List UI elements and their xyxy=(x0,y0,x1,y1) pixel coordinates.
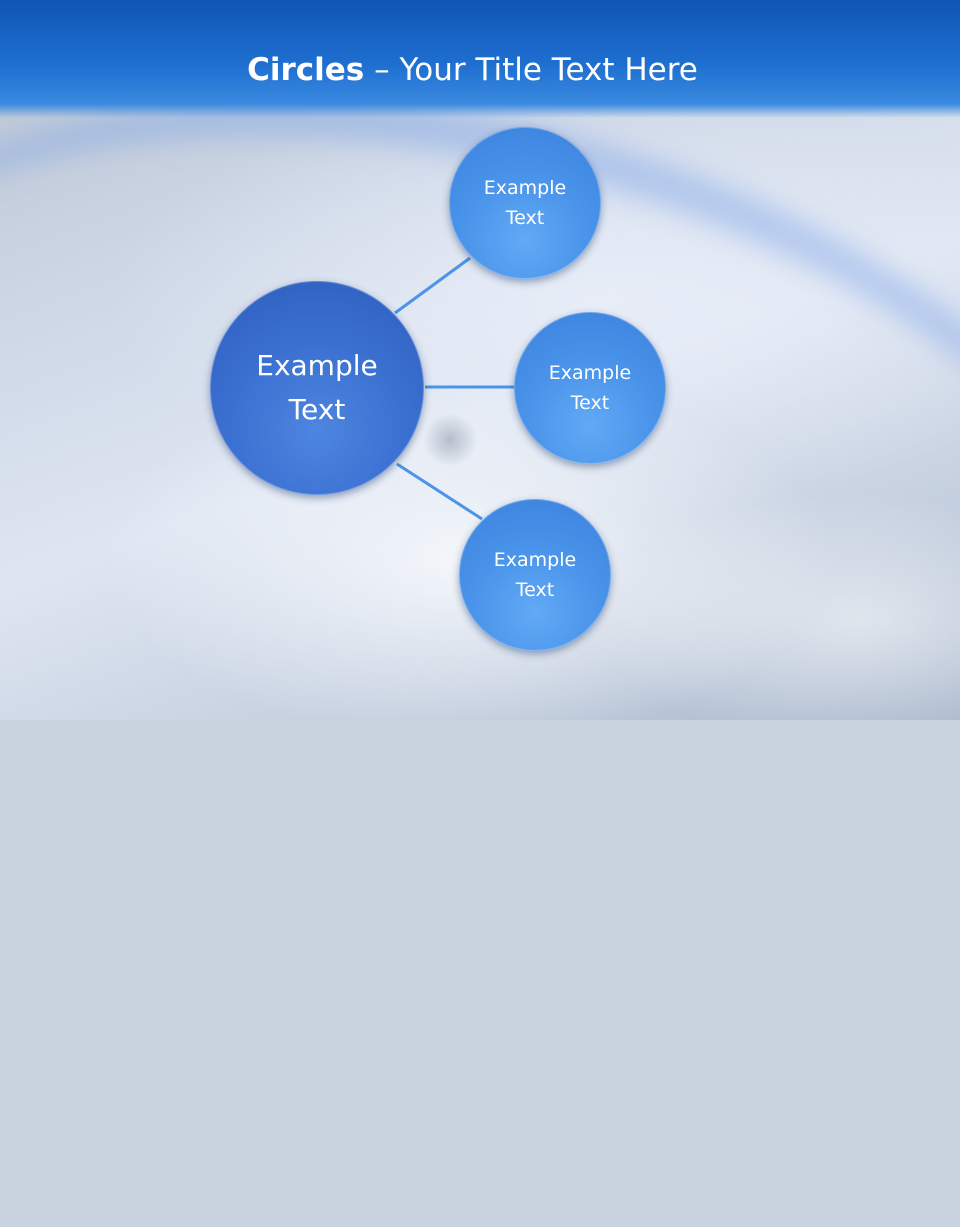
title-rest: – Your Title Text Here xyxy=(364,52,698,88)
node-circle-bottom[interactable]: Example Text xyxy=(459,499,611,651)
center-circle-label: Example Text xyxy=(256,349,378,426)
node-circle-top[interactable]: Example Text xyxy=(449,127,601,279)
node-label-middle: Example Text xyxy=(548,362,632,414)
slide-title: Circles – Your Title Text Here xyxy=(0,52,945,88)
title-bold: Circles xyxy=(247,52,365,88)
node-label-top: Example Text xyxy=(483,177,567,229)
node-label-bottom: Example Text xyxy=(493,549,577,601)
connector-bottom xyxy=(396,462,483,521)
node-circle-middle[interactable]: Example Text xyxy=(514,312,666,464)
connector-layer xyxy=(394,256,515,521)
center-circle[interactable]: Example Text xyxy=(210,281,424,495)
title-bar xyxy=(0,0,960,118)
connector-top xyxy=(394,256,471,315)
storm-eye xyxy=(420,415,480,465)
